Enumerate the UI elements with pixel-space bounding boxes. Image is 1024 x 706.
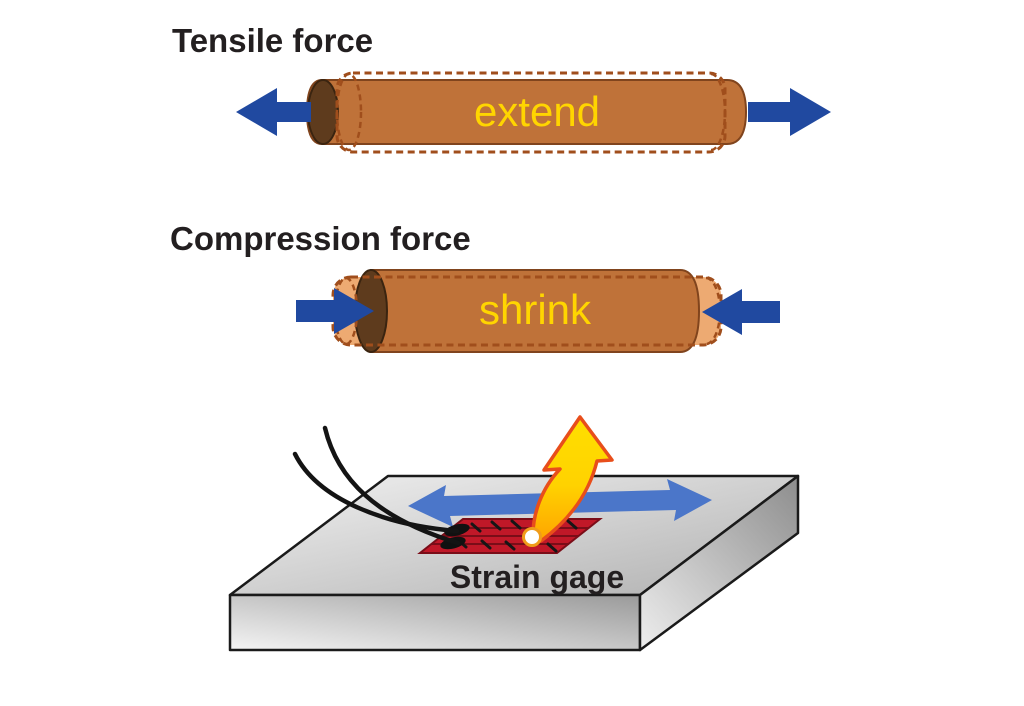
tensile-section: Tensile force extend [172,22,831,154]
strain-gage-label: Strain gage [450,559,624,595]
tensile-right-arrow-icon [748,88,831,136]
tensile-original-right-arc [710,72,727,152]
compression-left-arrow-icon [296,288,374,334]
compression-title: Compression force [170,220,471,257]
tensile-title: Tensile force [172,22,373,59]
tensile-original-end-ellipse [335,72,363,152]
lift-arrow-icon [531,415,614,543]
lead-wire-lower [292,451,460,534]
tensile-extend-label: extend [474,88,600,135]
measure-point-icon [522,527,542,547]
tensile-cylinder-body [305,79,748,145]
plate-right-face [638,474,800,652]
plate-front-face [228,593,642,652]
compression-shrink-label: shrink [479,286,592,333]
compression-right-arrow-icon [702,289,780,335]
tensile-left-arrow-icon [236,88,311,136]
lead-wire-upper [322,425,461,546]
tensile-cylinder-end-cap [307,79,339,145]
compression-section: Compression force shrink [170,220,780,353]
compression-cylinder-body [370,269,701,353]
plate-section: Strain gage [228,415,800,652]
